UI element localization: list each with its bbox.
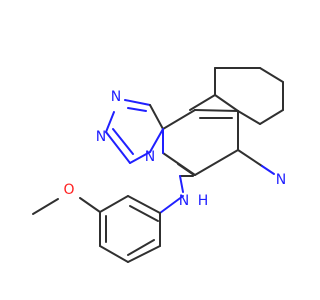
atom-labels: N N N N H N O [63,89,286,209]
pyridine-ring [162,109,239,176]
n-triazole-top-label: N [111,89,121,105]
molecule-diagram: N N N N H N O [32,67,286,263]
nitrile-group [237,149,275,175]
n-amine-label: N [179,193,189,209]
amine-h-label: H [198,193,209,209]
n-bridge-label: N [145,149,155,165]
n-nitrile-label: N [276,172,286,188]
pyridine-double-bond [177,163,195,176]
methoxyphenyl-ring [99,195,161,263]
triazole-ring [105,99,164,164]
amine-link [159,175,194,214]
cyclohexane-ring [189,67,284,125]
o-methoxy-label: O [63,182,74,198]
methoxy-group [32,197,101,215]
n-triazole-mid-label: N [96,129,106,145]
